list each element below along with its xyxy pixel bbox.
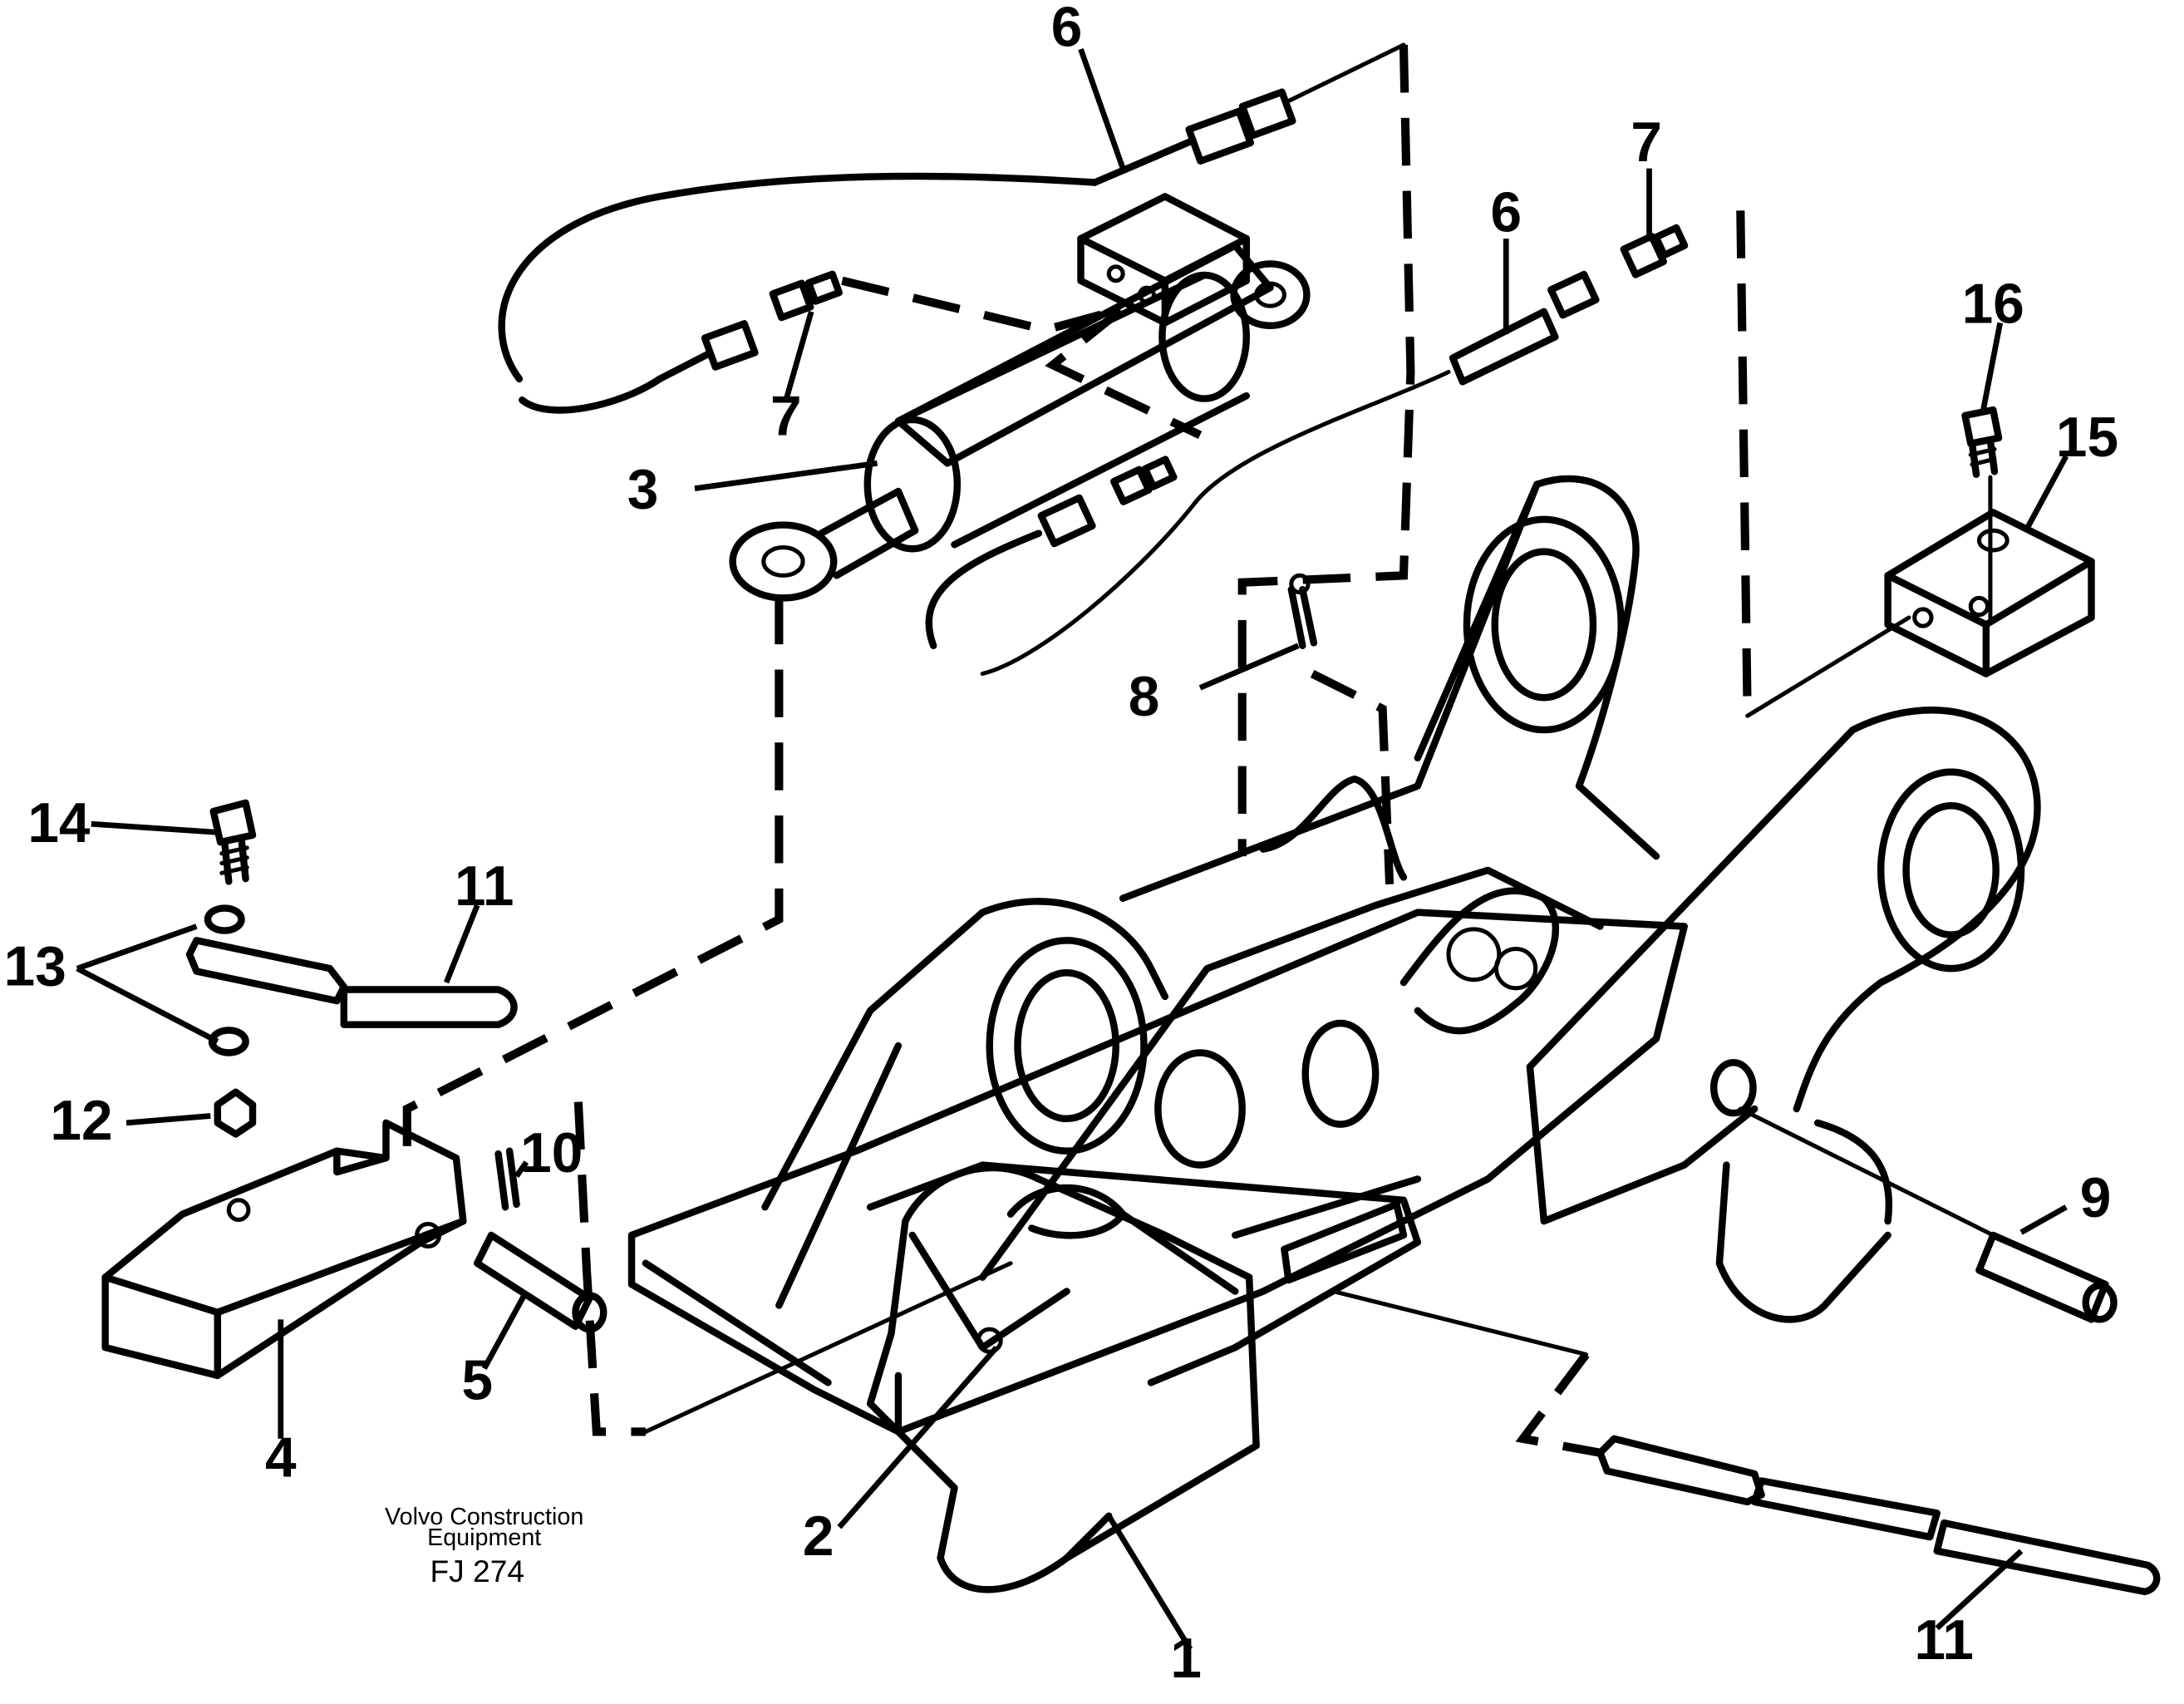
quick-coupler-frame (627, 475, 1688, 1436)
locking-lever-lower (1596, 1435, 2161, 1596)
credit-line-2: Equipment (427, 1524, 541, 1551)
bolt-14 (209, 799, 257, 885)
callout-12: 12 (50, 1090, 112, 1152)
callout-6-right: 6 (1490, 182, 1522, 244)
callout-leaders (76, 47, 2069, 1651)
callout-7-left: 7 (770, 385, 802, 447)
callout-8: 8 (1129, 666, 1160, 728)
cylinder-port-block (1077, 193, 1251, 327)
publisher-credit: Volvo Construction Equipment FJ 274 (385, 1504, 583, 1588)
callout-15: 15 (2056, 406, 2118, 469)
callout-16: 16 (1962, 273, 2024, 335)
callout-13: 13 (4, 935, 66, 997)
callout-11-upper: 11 (455, 855, 514, 918)
callout-2: 2 (803, 1505, 834, 1568)
washer-upper (204, 904, 245, 934)
credit-line-1: Volvo Construction (385, 1504, 583, 1530)
figure-code: FJ 274 (430, 1554, 524, 1588)
hydraulic-hose-upper (498, 42, 1406, 414)
coupler-right-arm (1526, 707, 2041, 1323)
callout-labels: 1 2 3 4 5 6 6 7 7 8 9 10 11 11 12 13 14 … (4, 0, 2118, 1690)
nut-12 (214, 1088, 257, 1138)
locking-wedge-block (101, 1119, 467, 1380)
coupler-cutaway (1259, 775, 1560, 1035)
callout-7-right: 7 (1631, 111, 1662, 174)
callout-14: 14 (27, 792, 91, 854)
valve-block-15 (1884, 509, 2095, 677)
hose-fitting-lower (1110, 456, 1178, 505)
callout-5: 5 (461, 1350, 493, 1412)
locking-lever-upper (185, 937, 518, 1028)
callout-11-lower: 11 (1914, 1609, 1973, 1672)
hydraulic-hose-right (925, 270, 1600, 677)
coupler-locking-hook (866, 1164, 1260, 1593)
pin-9 (1975, 1231, 2118, 1323)
hose-fitting-right (1620, 224, 1689, 278)
bolt-16 (1961, 406, 2003, 478)
callout-10: 10 (520, 1122, 583, 1184)
callout-1: 1 (1170, 1628, 1202, 1690)
split-pin-10 (494, 1147, 520, 1211)
callout-6-upper: 6 (1051, 0, 1083, 59)
split-pin-8 (1287, 573, 1318, 649)
hose-fitting-left (769, 270, 843, 322)
callout-9: 9 (2080, 1167, 2112, 1229)
callout-4: 4 (265, 1426, 297, 1489)
assembly-lines (402, 44, 1995, 1457)
callout-3: 3 (627, 458, 659, 520)
